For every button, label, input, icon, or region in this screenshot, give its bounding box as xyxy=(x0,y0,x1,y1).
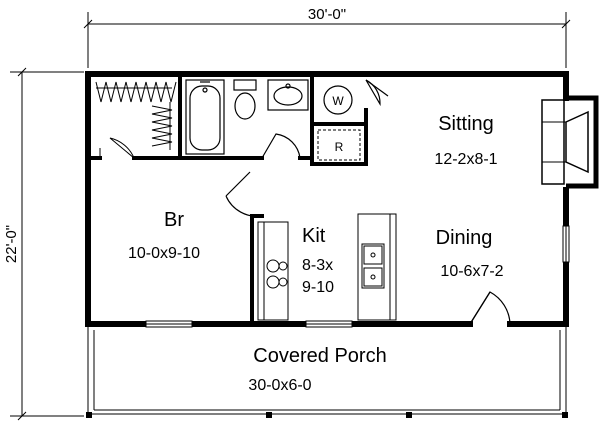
right-window xyxy=(562,225,570,263)
dining-name: Dining xyxy=(436,227,493,249)
depth-dimension xyxy=(10,67,84,421)
dining-size: 10-6x7-2 xyxy=(440,263,503,280)
porch-outline xyxy=(87,324,567,415)
bathroom-fixtures xyxy=(185,79,309,159)
sitting-name: Sitting xyxy=(438,113,494,135)
laundry-door xyxy=(365,79,389,107)
kitchen-size-line1: 8-3x xyxy=(302,257,333,274)
porch-name: Covered Porch xyxy=(253,345,386,367)
fireplace xyxy=(541,95,599,189)
porch-size: 30-0x6-0 xyxy=(248,377,311,394)
exterior-walls xyxy=(85,71,569,327)
kitchen-cabinets xyxy=(257,213,397,321)
overall-depth-label: 22'-0" xyxy=(3,225,20,263)
width-dimension xyxy=(83,12,571,68)
refrigerator-label: R xyxy=(335,140,344,154)
bottom-windows xyxy=(145,320,353,328)
bedroom-size: 10-0x9-10 xyxy=(128,245,200,262)
washer xyxy=(323,85,353,115)
washer-label: W xyxy=(332,94,344,108)
overall-width-label: 30'-0" xyxy=(308,6,346,23)
sitting-size: 12-2x8-1 xyxy=(434,151,497,168)
bedroom-door xyxy=(225,171,263,217)
closet xyxy=(95,81,177,159)
entry-door xyxy=(469,291,511,325)
kitchen-size-line2: 9-10 xyxy=(302,279,334,296)
bedroom-name: Br xyxy=(164,209,184,231)
kitchen-name: Kit xyxy=(302,225,326,247)
porch-posts xyxy=(86,412,568,418)
interior-walls xyxy=(86,72,368,326)
refrigerator xyxy=(317,129,361,161)
